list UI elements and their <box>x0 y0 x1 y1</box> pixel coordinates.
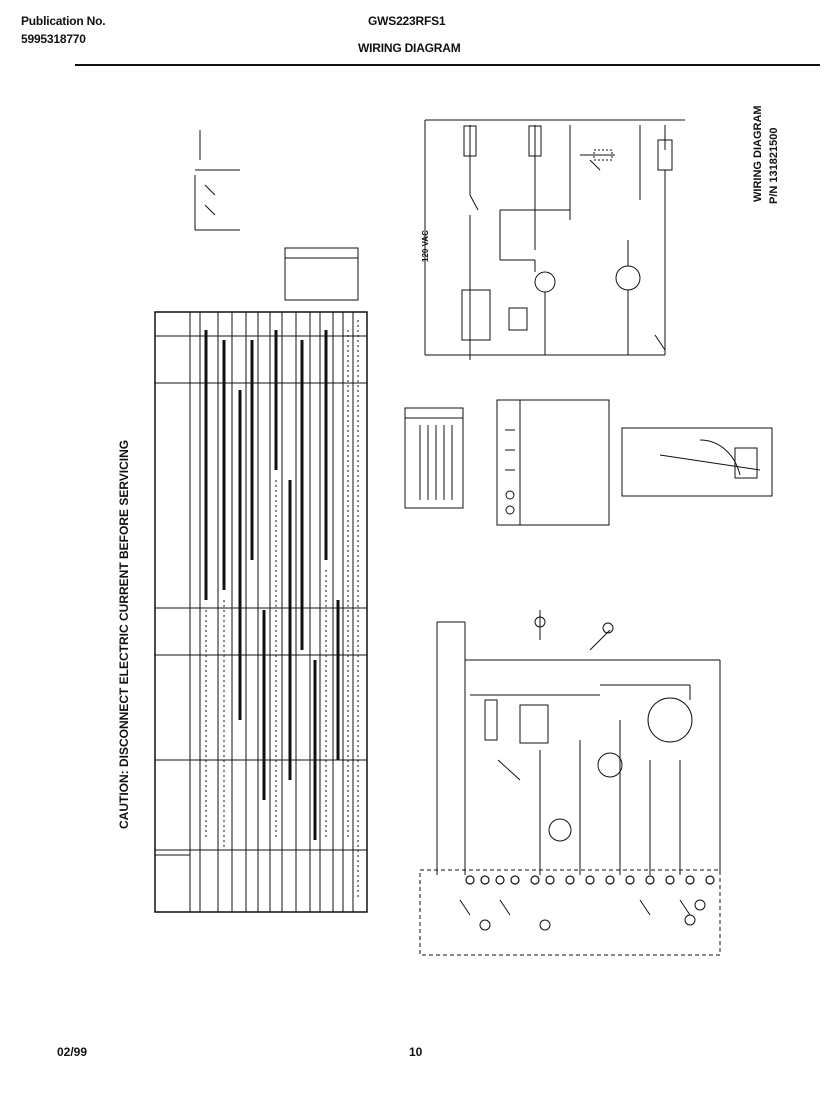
publication-label: Publication No. <box>21 14 106 28</box>
symbol-legend-box <box>496 399 610 526</box>
header-rule <box>75 64 820 66</box>
connector-block <box>404 407 464 509</box>
model-number: GWS223RFS1 <box>368 14 446 28</box>
selector-switch-detail <box>194 130 240 231</box>
side-title-line1: WIRING DIAGRAM <box>752 105 764 202</box>
pressure-switch-detail <box>621 427 773 497</box>
lower-wiring-diagram <box>419 610 721 956</box>
side-title-line2: P/N 131821500 <box>768 127 780 204</box>
footer-date: 02/99 <box>57 1045 88 1059</box>
ladder-schematic <box>424 119 685 360</box>
publication-number: 5995318770 <box>21 32 86 46</box>
supply-voltage-label: 120 VAC <box>421 230 430 262</box>
timer-sequence-chart <box>154 247 368 913</box>
caution-notice: CAUTION: DISCONNECT ELECTRIC CURRENT BEF… <box>117 439 131 829</box>
page-number: 10 <box>409 1045 423 1059</box>
section-title: WIRING DIAGRAM <box>358 41 461 55</box>
